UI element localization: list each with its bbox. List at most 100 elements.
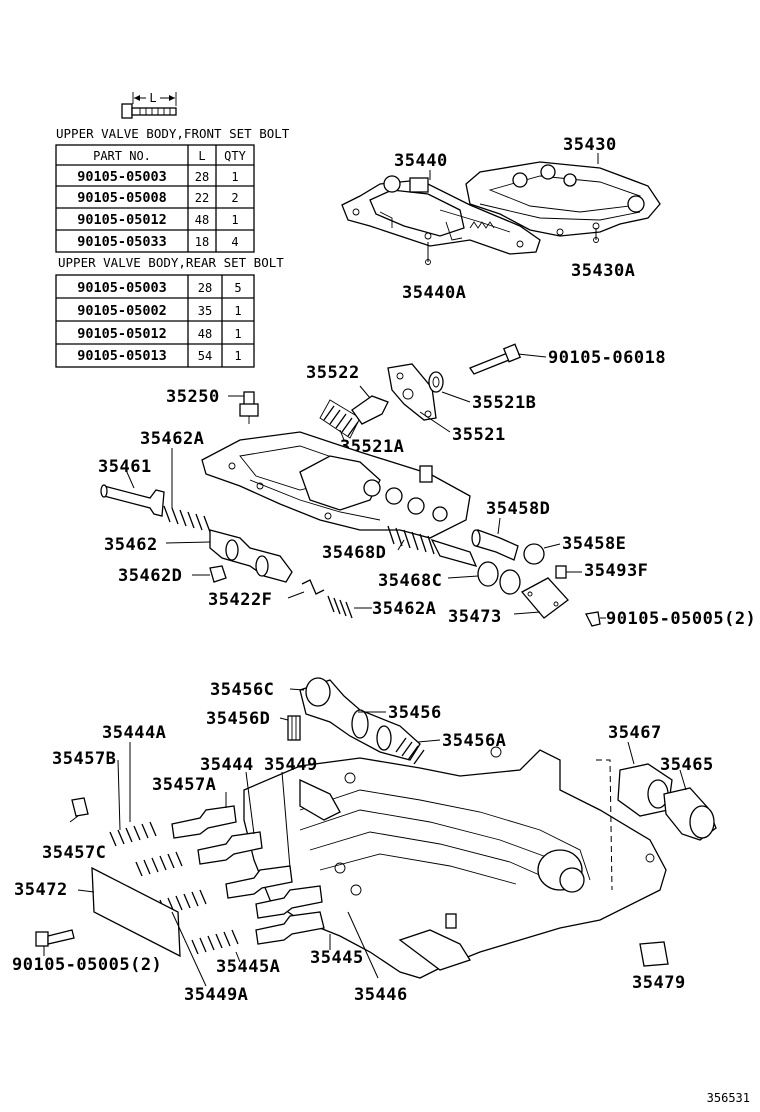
plug-35458e-drawing (523, 543, 545, 565)
front-table-qty: 2 (231, 191, 238, 205)
bolt-length-label: L (149, 91, 156, 105)
plate-35472-drawing (91, 866, 181, 958)
front-table-length: 28 (195, 170, 209, 184)
front-bolt-table-caption: UPPER VALVE BODY,FRONT SET BOLT (56, 126, 290, 141)
label-35521: 35521 (452, 425, 506, 445)
label-90105-06018: 90105-06018 (548, 348, 666, 368)
front-table-header-part-no: PART NO. (93, 149, 151, 163)
sleeve-35467-drawing (617, 763, 673, 817)
plug-35465-drawing (663, 787, 717, 841)
rear-bolt-table-grid (55, 274, 255, 368)
label-90105-05005-left: 90105-05005(2) (12, 955, 162, 975)
rear-table-qty: 1 (234, 327, 241, 341)
rear-table-qty: 1 (234, 304, 241, 318)
label-35521b: 35521B (472, 393, 536, 413)
spring-35462a-bottom-drawing (327, 595, 353, 619)
plungers-drawing (171, 805, 325, 945)
plate-35521-drawing (387, 363, 444, 421)
label-35522: 35522 (306, 363, 360, 383)
label-35457b: 35457B (52, 749, 116, 769)
front-table-length: 48 (195, 213, 209, 227)
rear-table-part-no: 90105-05012 (77, 326, 166, 342)
label-35445a: 35445A (216, 957, 280, 977)
label-35479: 35479 (632, 973, 686, 993)
label-35467: 35467 (608, 723, 662, 743)
label-35472: 35472 (14, 880, 68, 900)
front-table-header-l: L (198, 149, 205, 163)
label-35456: 35456 (388, 703, 442, 723)
label-35462a-bottom: 35462A (372, 599, 436, 619)
plug-35493f-drawing (555, 565, 567, 579)
spring-35468d-drawing (387, 525, 478, 567)
label-35446: 35446 (354, 985, 408, 1005)
front-table-qty: 1 (231, 170, 238, 184)
label-35465: 35465 (660, 755, 714, 775)
label-35461: 35461 (98, 457, 152, 477)
front-table-part-no: 90105-05003 (77, 169, 166, 185)
bolt-dimension-icon (121, 91, 177, 119)
bolt-90105-05005-right-drawing (585, 611, 601, 627)
cover-35473-drawing (520, 577, 569, 619)
label-35473: 35473 (448, 607, 502, 627)
rear-table-length: 35 (198, 304, 212, 318)
label-35462: 35462 (104, 535, 158, 555)
rear-table-length: 54 (198, 349, 212, 363)
label-35444: 35444 (200, 755, 254, 775)
label-35468c: 35468C (378, 571, 442, 591)
label-35462d: 35462D (118, 566, 182, 586)
lower-valve-body-rear-drawing (243, 746, 667, 979)
label-35449a: 35449A (184, 985, 248, 1005)
bolt-90105-06018-drawing (469, 343, 547, 375)
front-table-part-no: 90105-05012 (77, 212, 166, 228)
front-table-part-no: 90105-05033 (77, 234, 166, 250)
label-35440: 35440 (394, 151, 448, 171)
plug-35479-drawing (639, 941, 669, 967)
front-table-header-qty: QTY (224, 149, 246, 163)
valve-35456-drawing (299, 677, 421, 761)
label-35458d: 35458D (486, 499, 550, 519)
label-35430a: 35430A (571, 261, 635, 281)
lower-valve-body-front-drawing (201, 431, 471, 539)
label-35422f: 35422F (208, 590, 272, 610)
front-table-length: 22 (195, 191, 209, 205)
front-bolt-table-grid (55, 144, 255, 253)
label-35444a: 35444A (102, 723, 166, 743)
front-table-length: 18 (195, 235, 209, 249)
retainer-35422f-drawing (301, 579, 325, 595)
front-table-qty: 4 (231, 235, 238, 249)
upper-valve-body-rear-drawing (465, 161, 661, 237)
valve-35461-drawing (100, 484, 165, 517)
label-35468d: 35468D (322, 543, 386, 563)
valve-35458d-drawing (471, 529, 519, 561)
upper-valve-body-front-drawing (341, 175, 541, 255)
label-35449: 35449 (264, 755, 318, 775)
front-table-part-no: 90105-05008 (77, 190, 166, 206)
label-35456c: 35456C (210, 680, 274, 700)
label-90105-05005-right: 90105-05005(2) (606, 609, 756, 629)
clip-35457c-drawing (71, 797, 89, 817)
rear-table-length: 48 (198, 327, 212, 341)
label-35445: 35445 (310, 948, 364, 968)
springs-left-drawing (109, 821, 239, 955)
plug-35456d-drawing (287, 715, 301, 741)
label-35440a: 35440A (402, 283, 466, 303)
label-35458e: 35458E (562, 534, 626, 554)
spring-35521a-drawing (319, 395, 389, 439)
rear-table-qty: 5 (234, 281, 241, 295)
label-35250: 35250 (166, 387, 220, 407)
bolt-90105-05005-left-drawing (35, 929, 75, 947)
label-35457c: 35457C (42, 843, 106, 863)
rear-table-part-no: 90105-05002 (77, 303, 166, 319)
rear-table-part-no: 90105-05003 (77, 280, 166, 296)
front-table-qty: 1 (231, 213, 238, 227)
valve-35462-drawing (209, 529, 293, 583)
label-35493f: 35493F (584, 561, 648, 581)
spring-35456a-drawing (395, 737, 425, 765)
label-35430: 35430 (563, 135, 617, 155)
label-35462a-top: 35462A (140, 429, 204, 449)
label-35457a: 35457A (152, 775, 216, 795)
sleeve-35468c-drawing (477, 561, 521, 595)
clip-35462d-drawing (209, 565, 227, 583)
rear-table-qty: 1 (234, 349, 241, 363)
